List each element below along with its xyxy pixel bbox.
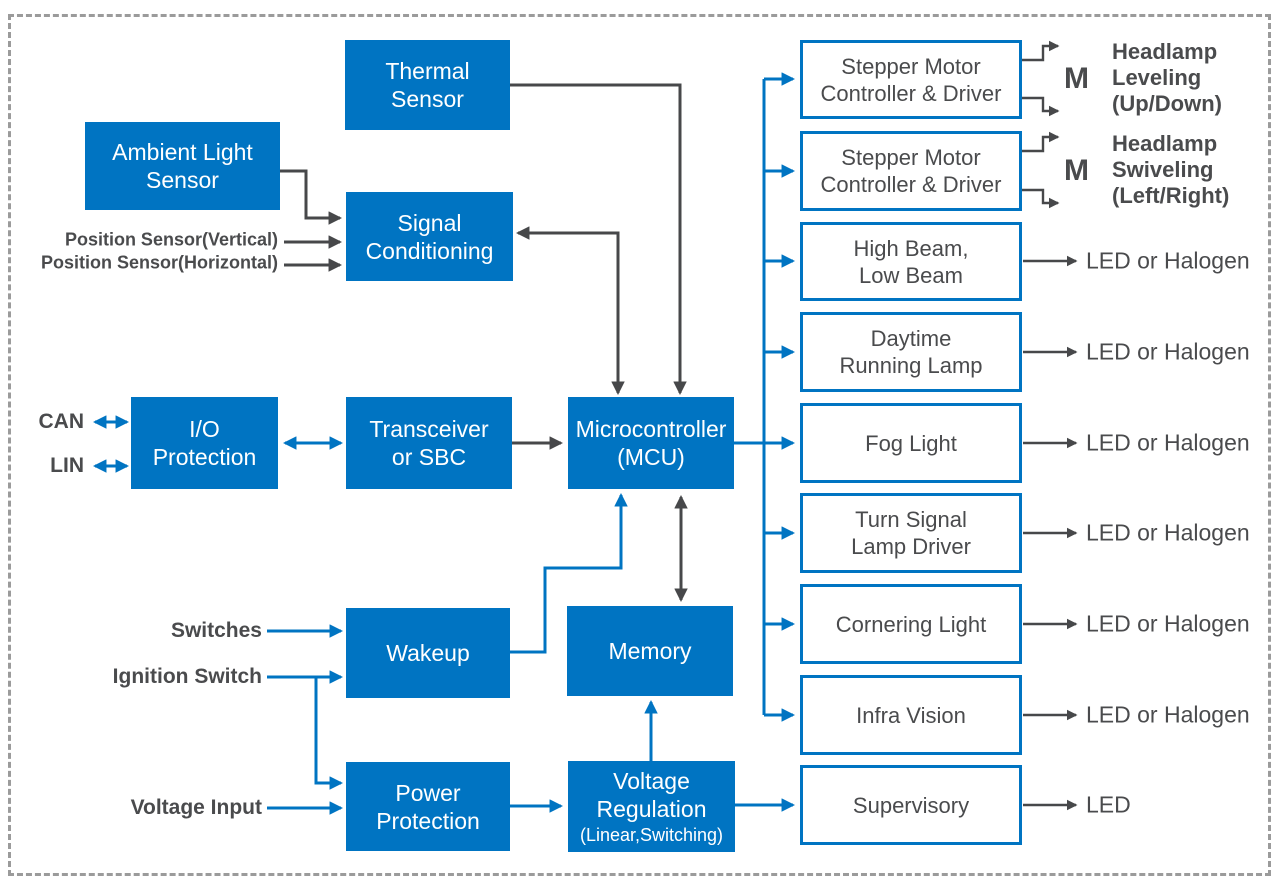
box-high-low-beam: High Beam, Low Beam xyxy=(800,222,1022,301)
wire-stepper2-motor-upper xyxy=(1022,131,1060,153)
label-lin-bus: LIN xyxy=(50,454,84,477)
voltage-regulation-label: Voltage Regulation xyxy=(596,768,707,822)
label-led-supervisory: LED xyxy=(1086,791,1131,818)
box-thermal-sensor: Thermal Sensor xyxy=(345,40,510,130)
box-signal-conditioning: Signal Conditioning xyxy=(346,192,513,281)
box-infra-vision: Infra Vision xyxy=(800,675,1022,755)
box-voltage-regulation: Voltage Regulation (Linear,Switching) xyxy=(568,761,735,852)
label-position-sensor-horizontal: Position Sensor(Horizontal) xyxy=(40,252,278,273)
label-led-or-halogen-infravision: LED or Halogen xyxy=(1086,701,1250,728)
label-led-or-halogen-cornering: LED or Halogen xyxy=(1086,610,1250,637)
label-headlamp-swiveling: Headlamp Swiveling (Left/Right) xyxy=(1112,131,1230,208)
label-voltage-input: Voltage Input xyxy=(130,796,262,819)
motor-symbol-leveling: M xyxy=(1064,62,1089,95)
label-led-or-halogen-fog: LED or Halogen xyxy=(1086,429,1250,456)
box-stepper-motor-swiveling: Stepper Motor Controller & Driver xyxy=(800,131,1022,211)
box-supervisory: Supervisory xyxy=(800,765,1022,845)
wire-wakeup-to-mcu xyxy=(510,492,628,654)
label-switches: Switches xyxy=(170,619,262,642)
box-io-protection: I/O Protection xyxy=(131,397,278,489)
voltage-regulation-sublabel: (Linear,Switching) xyxy=(579,825,724,845)
wire-stepper2-motor-lower xyxy=(1022,188,1060,209)
wire-signal-conditioning-mcu xyxy=(515,226,625,396)
box-transceiver-or-sbc: Transceiver or SBC xyxy=(346,397,512,489)
box-turn-signal-lamp-driver: Turn Signal Lamp Driver xyxy=(800,493,1022,573)
label-led-or-halogen-turnsignal: LED or Halogen xyxy=(1086,519,1250,546)
diagram-dashed-border xyxy=(8,14,1271,876)
motor-symbol-swiveling: M xyxy=(1064,154,1089,187)
wire-stepper1-motor-lower xyxy=(1022,96,1060,117)
box-memory: Memory xyxy=(567,606,733,696)
wire-stepper1-motor-upper xyxy=(1022,40,1060,62)
label-ignition-switch: Ignition Switch xyxy=(112,665,262,688)
wire-ambient-to-signal xyxy=(279,169,343,225)
box-wakeup: Wakeup xyxy=(346,608,510,698)
box-power-protection: Power Protection xyxy=(346,762,510,851)
label-led-or-halogen-highbeam: LED or Halogen xyxy=(1086,247,1250,274)
box-stepper-motor-leveling: Stepper Motor Controller & Driver xyxy=(800,40,1022,119)
wire-ignition-to-power-protection xyxy=(314,677,344,790)
box-microcontroller: Microcontroller (MCU) xyxy=(568,397,734,489)
label-can-bus: CAN xyxy=(38,410,85,433)
box-ambient-light-sensor: Ambient Light Sensor xyxy=(85,122,280,210)
label-headlamp-leveling: Headlamp Leveling (Up/Down) xyxy=(1112,39,1222,116)
wire-thermal-to-mcu xyxy=(510,83,687,396)
box-fog-light: Fog Light xyxy=(800,403,1022,483)
box-cornering-light: Cornering Light xyxy=(800,584,1022,664)
label-led-or-halogen-daytime: LED or Halogen xyxy=(1086,338,1250,365)
box-daytime-running-lamp: Daytime Running Lamp xyxy=(800,312,1022,392)
label-position-sensor-vertical: Position Sensor(Vertical) xyxy=(64,229,278,250)
